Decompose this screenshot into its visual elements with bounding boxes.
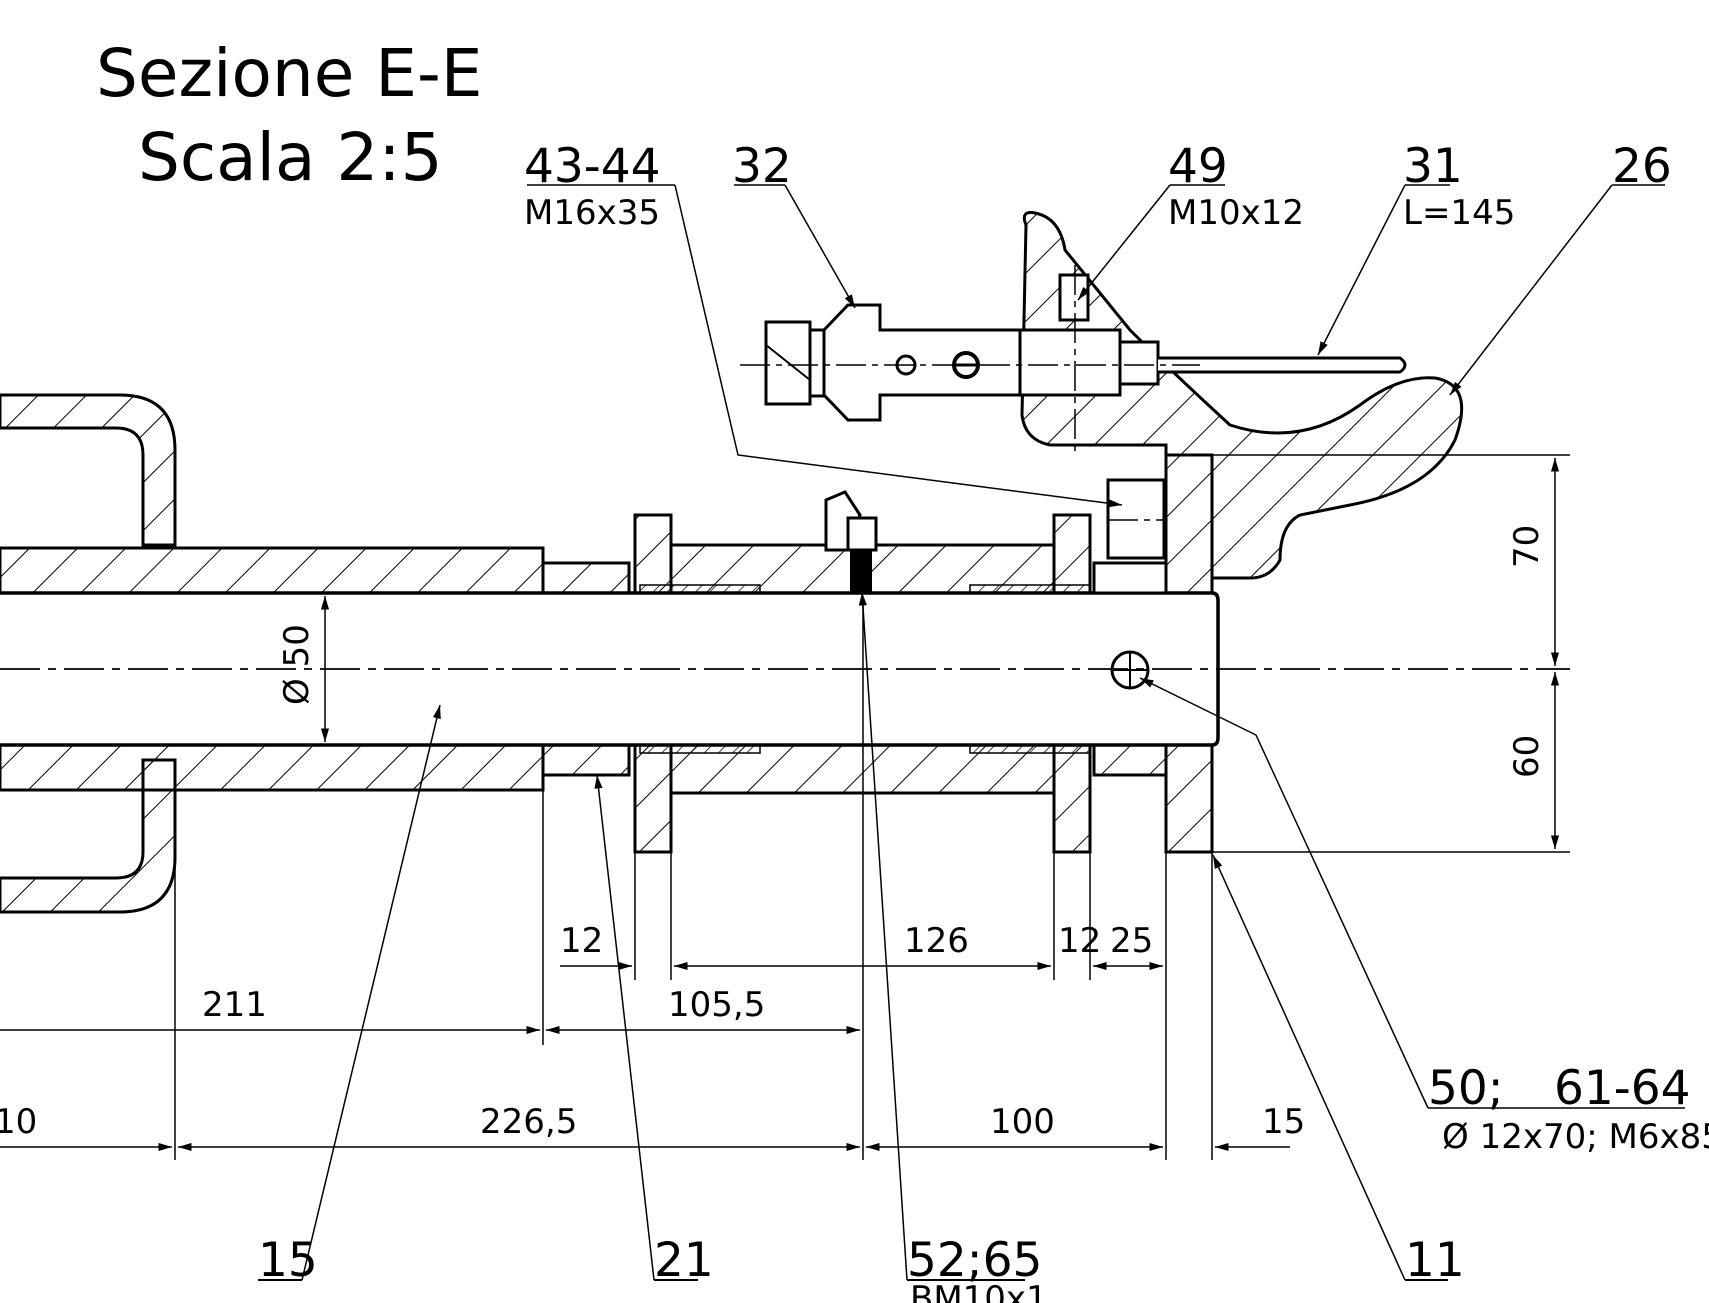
dimension-lines	[0, 961, 1290, 1152]
dim-diameter: Ø 50	[277, 624, 317, 705]
callout-50: 50;	[1428, 1061, 1504, 1116]
scale-label: Scala 2:5	[138, 119, 443, 196]
detent-pin	[740, 265, 1407, 455]
dim-15: 15	[1262, 1102, 1305, 1142]
dim-12-left: 12	[560, 921, 603, 961]
callout-61-64: 61-64	[1554, 1061, 1691, 1116]
callout-31-sub: L=145	[1403, 193, 1515, 233]
dim-126: 126	[904, 921, 969, 961]
callout-21: 21	[654, 1233, 714, 1288]
dim-226-5: 226,5	[480, 1102, 577, 1142]
dim-12-right: 12	[1058, 921, 1101, 961]
dim-10: 10	[0, 1102, 37, 1142]
callout-31: 31	[1403, 139, 1463, 194]
callout-52-65-sub: BM10x1	[910, 1279, 1048, 1303]
dim-25: 25	[1110, 921, 1153, 961]
lever-arm	[1020, 211, 1464, 580]
section-title: Sezione E-E	[96, 35, 483, 112]
handle-frame	[0, 393, 177, 914]
outer-tube	[0, 546, 545, 792]
callout-15: 15	[258, 1233, 318, 1288]
callout-52-65: 52;65	[907, 1233, 1042, 1288]
leader-lines	[301, 184, 1685, 1281]
dim-211: 211	[202, 985, 267, 1025]
callout-11: 11	[1405, 1233, 1465, 1288]
callout-26: 26	[1612, 139, 1672, 194]
lever-bracket	[1164, 453, 1214, 854]
callout-49-sub: M10x12	[1168, 193, 1304, 233]
dim-105-5: 105,5	[668, 985, 765, 1025]
dim-100: 100	[990, 1102, 1055, 1142]
callout-49: 49	[1168, 139, 1228, 194]
flange-right	[1052, 513, 1092, 854]
pin-hole	[1110, 650, 1150, 690]
callout-32: 32	[732, 139, 792, 194]
flange-left	[633, 513, 673, 854]
extension-lines	[174, 600, 1213, 1160]
screw-head	[1106, 478, 1166, 560]
vertical-dimensions	[1212, 454, 1570, 853]
callout-50-sub: Ø 12x70; M6x85	[1442, 1117, 1709, 1157]
dim-60: 60	[1507, 735, 1547, 778]
callout-43-44-sub: M16x35	[524, 193, 660, 233]
grease-nipple	[824, 490, 878, 592]
callout-43-44: 43-44	[524, 139, 661, 194]
dim-70: 70	[1507, 525, 1547, 568]
bushing-left	[541, 561, 631, 777]
